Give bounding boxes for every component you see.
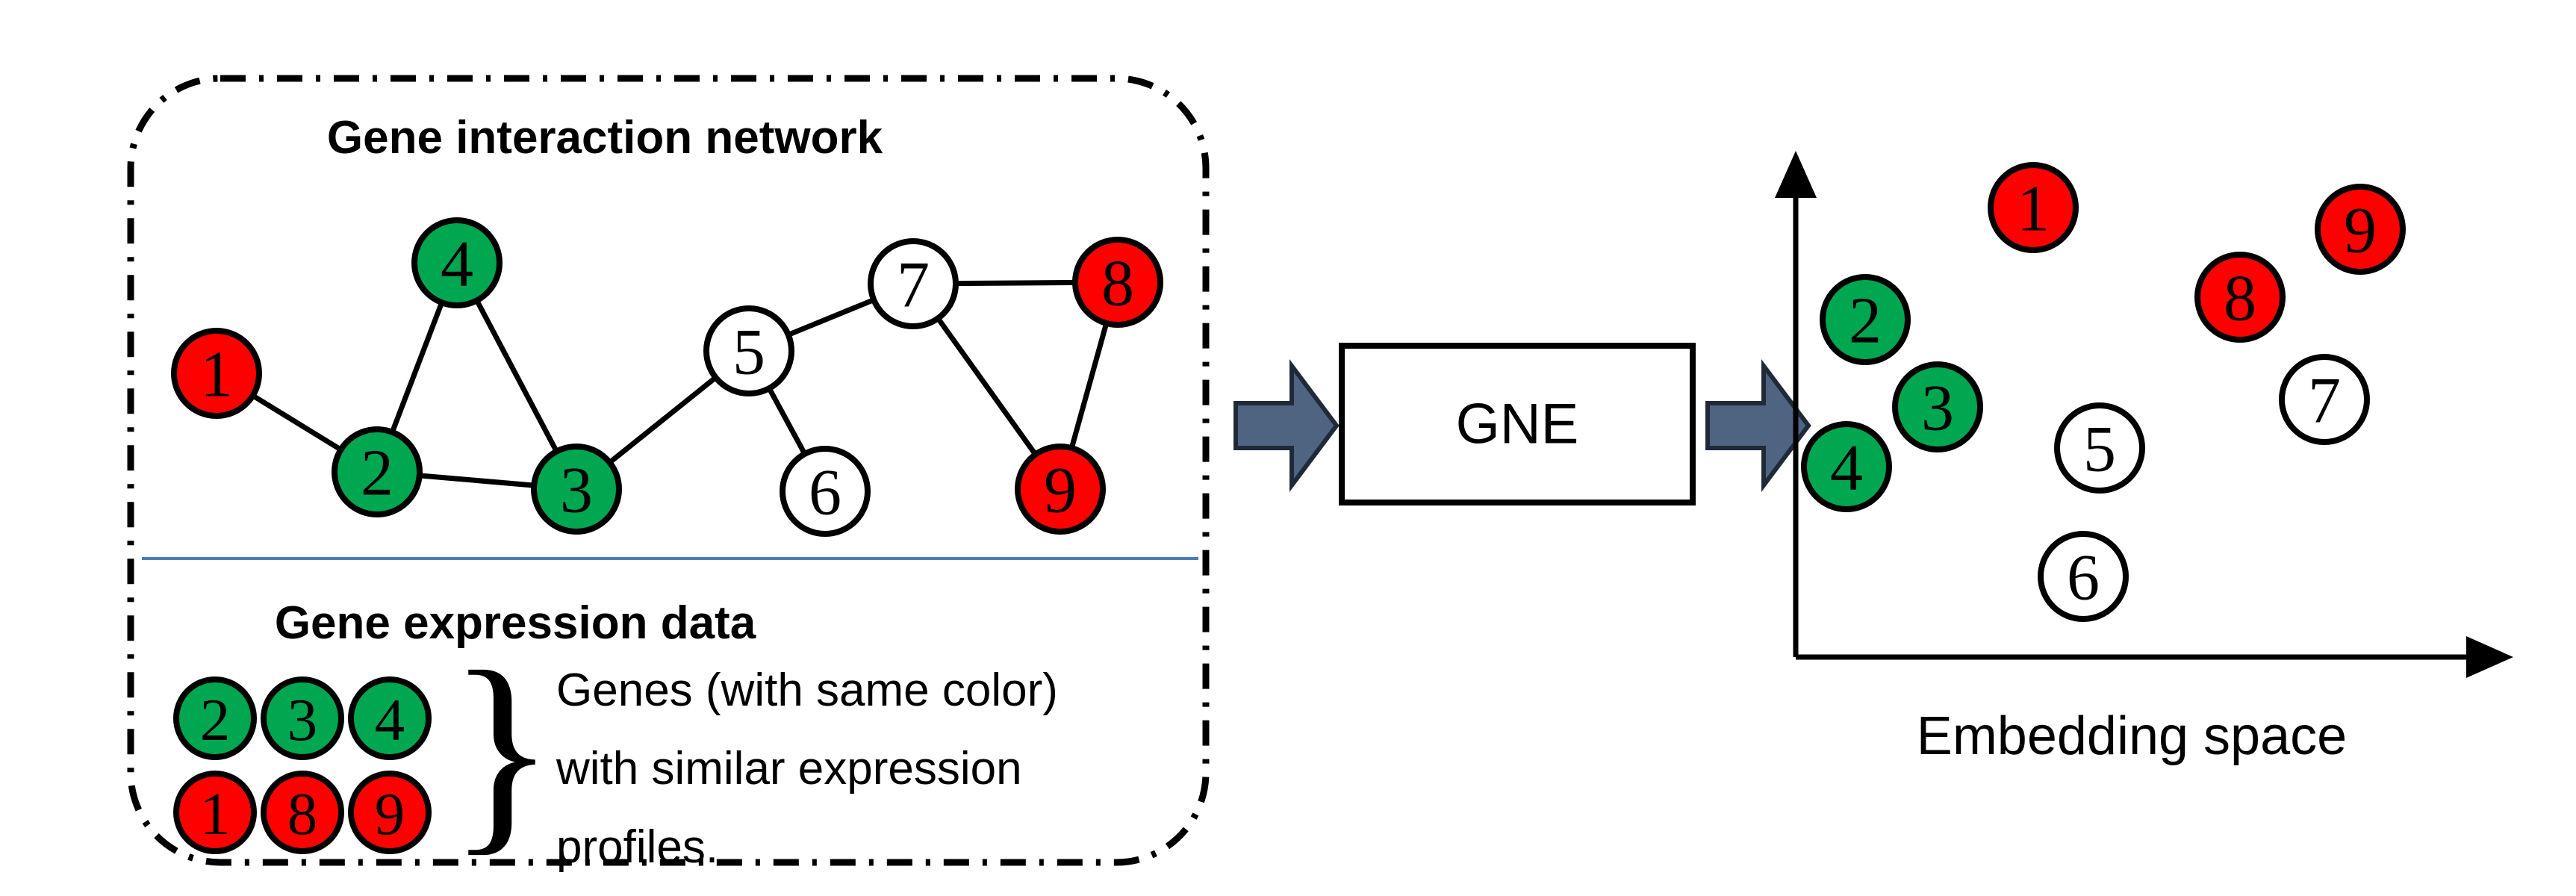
caption-line-3: profiles.: [556, 821, 718, 873]
node-label: 1: [200, 339, 233, 411]
embedding-nodes: 1 9 8 234 7 5 6: [1801, 162, 2406, 622]
embedding-node-2[interactable]: 2: [1820, 274, 1911, 365]
node-label: 7: [2308, 365, 2341, 438]
node-label: 3: [287, 686, 318, 753]
node-circle: [348, 676, 432, 760]
network-edge-1-2: [247, 391, 346, 455]
node-circle: [173, 771, 257, 854]
node-circle: [1988, 162, 2079, 253]
network-edge-8-9: [1068, 318, 1110, 453]
network-section-title: Gene interaction network: [327, 112, 883, 164]
expression-node-green-2[interactable]: 2: [173, 676, 257, 760]
network-edge-2-4: [388, 297, 447, 438]
expression-node-green-3[interactable]: 3: [261, 676, 344, 760]
node-circle: [261, 771, 344, 854]
network-edge-5-6: [765, 383, 809, 459]
embedding-node-8[interactable]: 8: [2194, 252, 2286, 343]
node-label: 9: [2344, 195, 2377, 267]
node-circle: [703, 305, 794, 396]
node-label: 9: [375, 780, 405, 847]
node-label: 7: [897, 249, 930, 322]
node-circle: [171, 328, 262, 419]
node-circle: [2279, 354, 2370, 445]
node-circle: [1801, 421, 1892, 512]
caption-line-1: Genes (with same color): [556, 665, 1058, 716]
expression-node-red-9[interactable]: 9: [348, 771, 432, 854]
node-label: 1: [200, 780, 231, 847]
embedding-node-7[interactable]: 7: [2279, 354, 2370, 445]
node-circle: [780, 446, 871, 537]
node-label: 1: [2017, 173, 2050, 246]
network-node-5[interactable]: 5: [703, 305, 794, 396]
network-edge-2-3: [414, 472, 539, 489]
input-panel-border: [127, 75, 1210, 866]
network-edge-5-7: [783, 296, 880, 339]
node-label: 2: [1849, 285, 1882, 358]
node-circle: [173, 676, 257, 760]
node-circle: [1820, 274, 1911, 365]
network-node-4[interactable]: 4: [411, 217, 503, 308]
expression-node-red-1[interactable]: 1: [173, 771, 257, 854]
network-node-2[interactable]: 2: [332, 426, 423, 517]
node-label: 6: [809, 457, 841, 529]
embedding-node-9[interactable]: 9: [2315, 184, 2406, 275]
node-circle: [1072, 237, 1163, 328]
node-circle: [2054, 402, 2145, 494]
node-circle: [411, 217, 503, 308]
network-node-6[interactable]: 6: [780, 446, 871, 537]
node-label: 2: [200, 686, 231, 753]
grouping-brace: }: [448, 626, 556, 874]
node-label: 2: [361, 438, 393, 510]
node-label: 5: [2083, 414, 2116, 486]
node-label: 6: [2067, 542, 2100, 615]
node-label: 4: [1830, 432, 1863, 505]
node-circle: [1015, 444, 1106, 535]
node-circle: [348, 771, 432, 854]
node-circle: [868, 238, 959, 329]
network-edge-7-9: [933, 313, 1041, 460]
network-node-1[interactable]: 1: [171, 328, 262, 419]
network-edge-3-4: [472, 295, 561, 457]
network-node-3[interactable]: 3: [531, 444, 622, 535]
expression-node-red-8[interactable]: 8: [261, 771, 344, 854]
node-label: 3: [1921, 373, 1954, 445]
embedding-node-3[interactable]: 3: [1892, 361, 1983, 452]
network-edge-7-8: [951, 279, 1080, 287]
node-circle: [2194, 252, 2286, 343]
node-label: 3: [560, 455, 593, 527]
node-label: 8: [1101, 248, 1134, 320]
embedding-space-label: Embedding space: [1917, 706, 2347, 766]
node-label: 8: [287, 780, 318, 847]
caption-line-2: with similar expression: [556, 743, 1022, 794]
embedding-node-5[interactable]: 5: [2054, 402, 2145, 494]
node-label: 8: [2224, 263, 2256, 335]
node-label: 5: [732, 317, 765, 389]
expression-section-title: Gene expression data: [275, 597, 756, 649]
network-nodes: 1 2 3 4 56 7 8 9: [171, 217, 1163, 537]
node-circle: [2315, 184, 2406, 275]
node-circle: [2038, 531, 2129, 622]
node-circle: [332, 426, 423, 517]
gne-model-box[interactable]: [1339, 343, 1696, 505]
network-edges: [247, 279, 1110, 489]
network-node-8[interactable]: 8: [1072, 237, 1163, 328]
network-node-7[interactable]: 7: [868, 238, 959, 329]
network-node-9[interactable]: 9: [1015, 444, 1106, 535]
node-circle: [261, 676, 344, 760]
embedding-node-4[interactable]: 4: [1801, 421, 1892, 512]
node-circle: [1892, 361, 1983, 452]
network-edge-3-5: [604, 373, 721, 467]
node-label: 4: [441, 228, 473, 301]
node-label: 4: [375, 686, 405, 753]
embedding-node-6[interactable]: 6: [2038, 531, 2129, 622]
expression-node-green-4[interactable]: 4: [348, 676, 432, 760]
node-label: 9: [1044, 455, 1077, 527]
arrow-right-icon-output: [1705, 359, 1811, 492]
node-circle: [531, 444, 622, 535]
embedding-node-1[interactable]: 1: [1988, 162, 2079, 253]
arrow-right-icon-input: [1233, 359, 1340, 492]
gne-model-label: GNE: [1456, 393, 1579, 456]
